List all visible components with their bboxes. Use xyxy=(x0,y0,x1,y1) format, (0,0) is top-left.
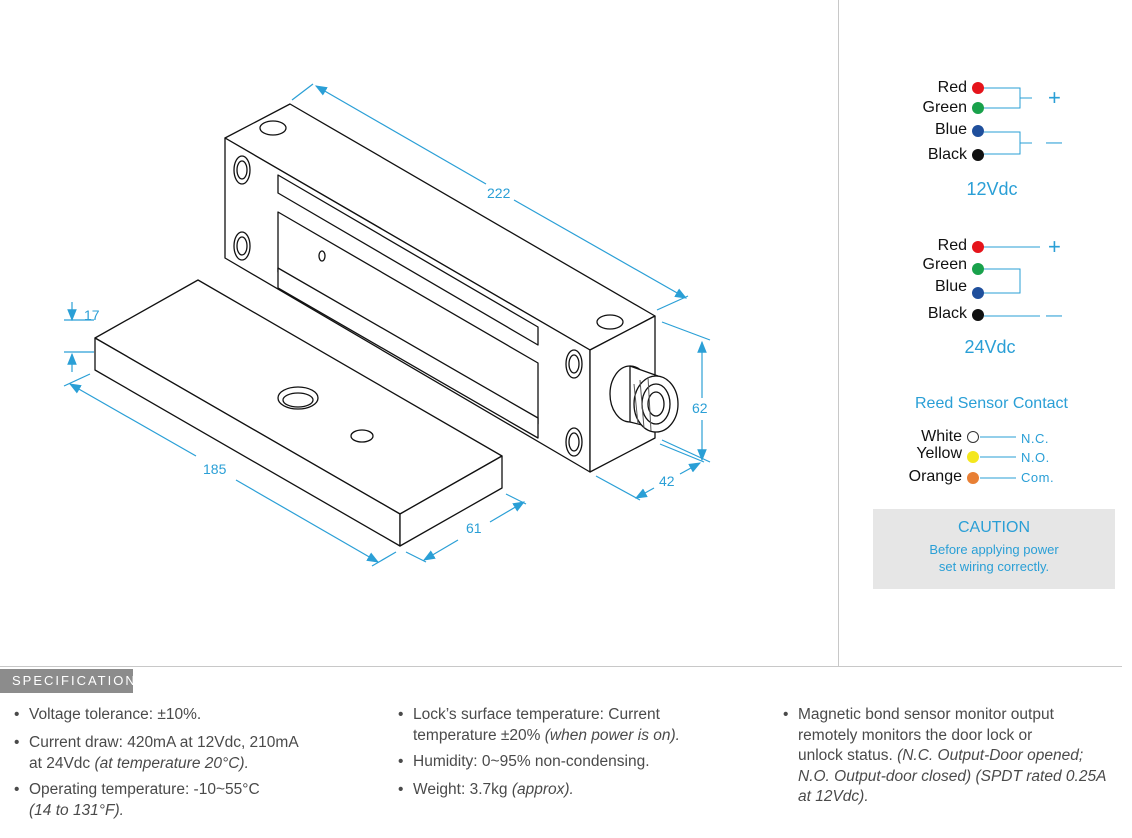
minus-sign-12v: — xyxy=(1046,134,1062,151)
wire-label-blue-12v: Blue xyxy=(934,121,967,138)
dim-height-label: 62 xyxy=(692,400,708,416)
dim-bar-length-label: 185 xyxy=(203,461,227,477)
wire-dot-red-24v xyxy=(972,241,984,253)
spec-operating-temperature: •Operating temperature: -10~55°C (14 to … xyxy=(14,781,260,819)
dim-depth-label: 42 xyxy=(659,473,675,489)
cable-connector xyxy=(609,365,679,433)
dim-length-label: 222 xyxy=(487,185,511,201)
spec-weight: •Weight: 3.7kg (approx). xyxy=(398,781,574,798)
reed-label-white: White xyxy=(921,428,962,445)
wire-label-black-12v: Black xyxy=(927,146,967,163)
wiring-24v-lines xyxy=(984,246,1040,317)
dim-bar-height-label: 17 xyxy=(84,307,100,323)
wire-dot-blue-12v xyxy=(972,125,984,137)
spec-voltage-tolerance: •Voltage tolerance: ±10%. xyxy=(14,706,202,723)
spec-surface-temperature: •Lock’s surface temperature: Current tem… xyxy=(398,706,680,744)
wire-label-blue-24v: Blue xyxy=(934,278,967,295)
horizontal-divider xyxy=(0,666,1122,667)
wire-dot-blue-24v xyxy=(972,287,984,299)
reed-sensor-title: Reed Sensor Contact xyxy=(915,395,1068,412)
reed-label-orange: Orange xyxy=(908,468,962,485)
reed-sensor-lines xyxy=(980,436,1016,479)
spec-sensor-monitor: •Magnetic bond sensor monitor output rem… xyxy=(783,706,1107,805)
maglock-isometric-drawing xyxy=(63,83,711,567)
wire-dot-black-24v xyxy=(972,309,984,321)
minus-sign-24v: — xyxy=(1046,307,1062,324)
voltage-label-24v: 24Vdc xyxy=(964,337,1016,357)
reed-state-nc: N.C. xyxy=(1021,431,1049,446)
wiring-12v-lines xyxy=(984,87,1032,155)
caution-line-1: Before applying power xyxy=(929,542,1059,557)
wire-label-red-12v: Red xyxy=(937,79,967,96)
wire-dot-black-12v xyxy=(972,149,984,161)
reed-state-no: N.O. xyxy=(1021,450,1050,465)
wire-label-green-24v: Green xyxy=(922,256,967,273)
wire-label-red-24v: Red xyxy=(937,237,967,254)
plus-sign-24v: + xyxy=(1048,234,1061,259)
armature-end-face xyxy=(399,455,503,547)
reed-dot-yellow xyxy=(967,451,979,463)
caution-title: CAUTION xyxy=(958,519,1030,536)
wire-label-black-24v: Black xyxy=(927,305,967,322)
plus-sign-12v: + xyxy=(1048,85,1061,110)
dim-bar-width-label: 61 xyxy=(466,520,482,536)
specification-tag: SPECIFICATION xyxy=(0,669,135,693)
spec-current-draw: •Current draw: 420mA at 12Vdc, 210mA at … xyxy=(14,734,299,772)
caution-line-2: set wiring correctly. xyxy=(938,559,1050,574)
wire-label-green-12v: Green xyxy=(922,99,967,116)
reed-dot-orange xyxy=(967,472,979,484)
reed-state-com: Com. xyxy=(1021,470,1055,485)
vertical-divider xyxy=(838,0,839,666)
wire-dot-red-12v xyxy=(972,82,984,94)
wire-dot-green-24v xyxy=(972,263,984,275)
reed-dot-white xyxy=(967,431,979,443)
wire-dot-green-12v xyxy=(972,102,984,114)
spec-humidity: •Humidity: 0~95% non-condensing. xyxy=(398,753,650,770)
reed-label-yellow: Yellow xyxy=(916,445,962,462)
voltage-label-12v: 12Vdc xyxy=(966,179,1018,199)
caution-box: CAUTION Before applying power set wiring… xyxy=(873,509,1115,589)
